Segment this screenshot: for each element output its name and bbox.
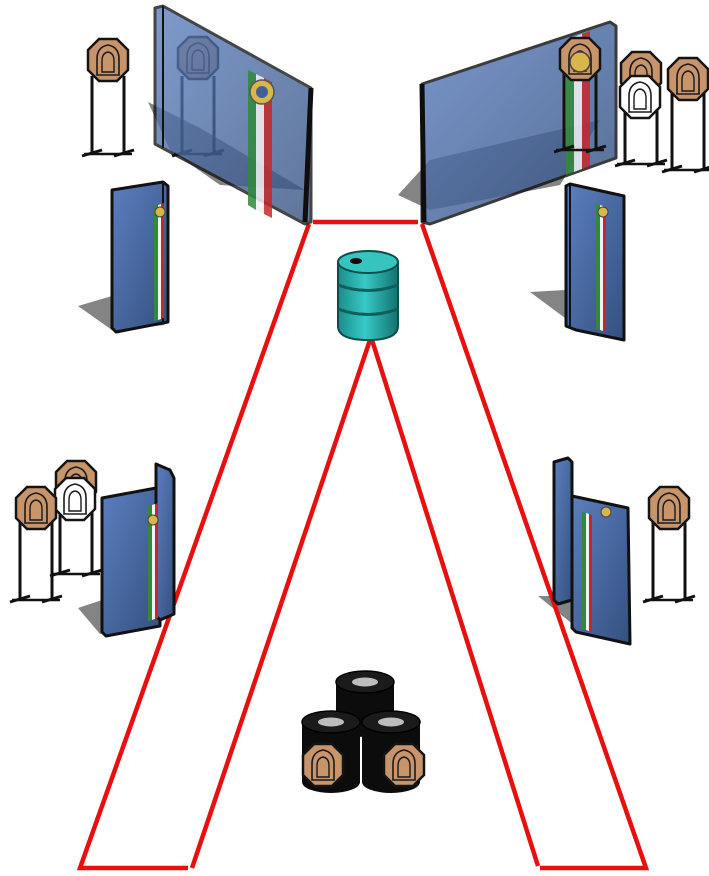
paper-target-icon bbox=[641, 485, 697, 604]
no-shoot-target-icon bbox=[53, 476, 97, 522]
wall-panel-icon bbox=[564, 182, 626, 342]
paper-target-icon bbox=[382, 742, 426, 788]
paper-target-icon bbox=[660, 56, 709, 174]
tire-stack-icon bbox=[301, 670, 426, 793]
wall-panel-icon bbox=[552, 456, 632, 646]
wall-panel-icon bbox=[110, 180, 170, 334]
fault-line-left bbox=[76, 223, 312, 871]
barrel-icon bbox=[337, 250, 399, 342]
paper-target-icon bbox=[8, 485, 64, 604]
paper-target-icon bbox=[80, 37, 136, 158]
emblem-icon bbox=[569, 51, 591, 73]
no-shoot-target-icon bbox=[618, 74, 662, 120]
fault-line-center-left bbox=[189, 339, 373, 869]
fault-line-right bbox=[419, 223, 650, 871]
fault-line-center-right bbox=[369, 339, 541, 867]
fault-lines bbox=[76, 219, 650, 871]
paper-target-icon bbox=[301, 742, 345, 788]
wall-panel-icon bbox=[153, 4, 314, 226]
wall-panel-icon bbox=[100, 462, 176, 638]
